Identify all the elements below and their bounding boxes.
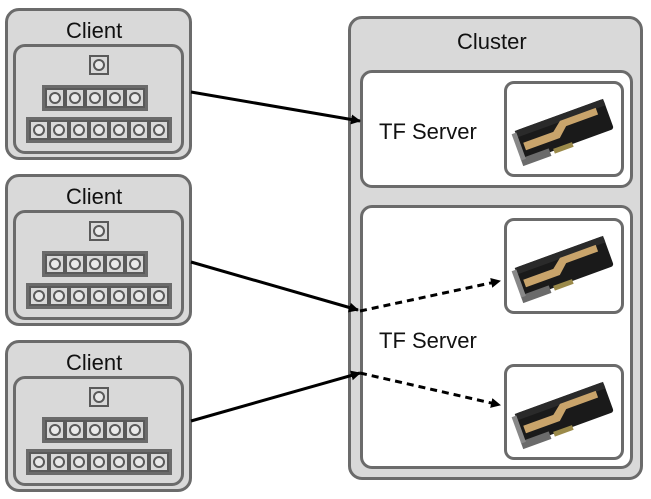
computation-graph [13,376,184,486]
graph-node-icon [125,254,145,274]
client-box-3: Client [5,340,192,492]
graph-node-icon [125,420,145,440]
client-2-to-server-2-arrow [190,260,359,313]
graph-layer-bottom [26,283,172,309]
graph-node-icon [105,88,125,108]
client-box-1: Client [5,8,192,160]
graph-node-icon [85,88,105,108]
graph-node-icon [109,452,129,472]
cluster-box: Cluster TF Server TF Server [348,16,643,480]
graph-node-icon [89,452,109,472]
client-1-to-server-1-arrow [190,90,361,125]
graph-node-icon [49,452,69,472]
graph-node-icon [69,286,89,306]
graph-node-icon [29,452,49,472]
client-box-2: Client [5,174,192,326]
client-label: Client [66,350,123,375]
graph-layer-middle [42,85,148,111]
graph-node-icon [45,420,65,440]
tf-server-2: TF Server [360,205,633,469]
graph-node-icon [89,120,109,140]
client-label: Client [66,184,123,209]
graph-node-icon [109,286,129,306]
graph-node-icon [65,254,85,274]
server-to-gpu-2-dashed-arrow [359,371,501,408]
server-to-gpu-1-dashed-arrow [359,277,501,313]
graph-node-icon [129,452,149,472]
graph-layer-top [89,221,109,241]
graph-node-icon [69,452,89,472]
graph-node-icon [49,286,69,306]
graph-layer-bottom [26,449,172,475]
graph-node-icon [149,286,169,306]
gpu-card-icon [504,81,624,177]
graph-node-icon [45,254,65,274]
graph-layer-middle [42,417,148,443]
graph-layer-middle [42,251,148,277]
graph-node-icon [29,120,49,140]
client-3-to-server-2-arrow [190,370,361,423]
graph-node-icon [65,88,85,108]
graph-node-icon [105,254,125,274]
graph-node-icon [149,120,169,140]
gpu-card-icon [504,218,624,314]
graph-node-icon [45,88,65,108]
tf-server-1: TF Server [360,70,633,188]
gpu-card-icon [504,364,624,460]
graph-node-icon [65,420,85,440]
graph-layer-top [89,55,109,75]
graph-node-icon [109,120,129,140]
graph-node-icon [129,120,149,140]
graph-node-icon [149,452,169,472]
graph-node-icon [69,120,89,140]
computation-graph [13,210,184,320]
graph-node-icon [89,387,109,407]
graph-node-icon [89,55,109,75]
graph-layer-bottom [26,117,172,143]
graph-node-icon [29,286,49,306]
graph-node-icon [49,120,69,140]
computation-graph [13,44,184,154]
graph-node-icon [125,88,145,108]
graph-node-icon [85,420,105,440]
client-label: Client [66,18,123,43]
graph-node-icon [89,221,109,241]
tf-server-label: TF Server [379,119,477,144]
cluster-label: Cluster [457,29,527,54]
graph-layer-top [89,387,109,407]
graph-node-icon [89,286,109,306]
graph-node-icon [105,420,125,440]
graph-node-icon [85,254,105,274]
graph-node-icon [129,286,149,306]
tf-server-label: TF Server [379,328,477,353]
